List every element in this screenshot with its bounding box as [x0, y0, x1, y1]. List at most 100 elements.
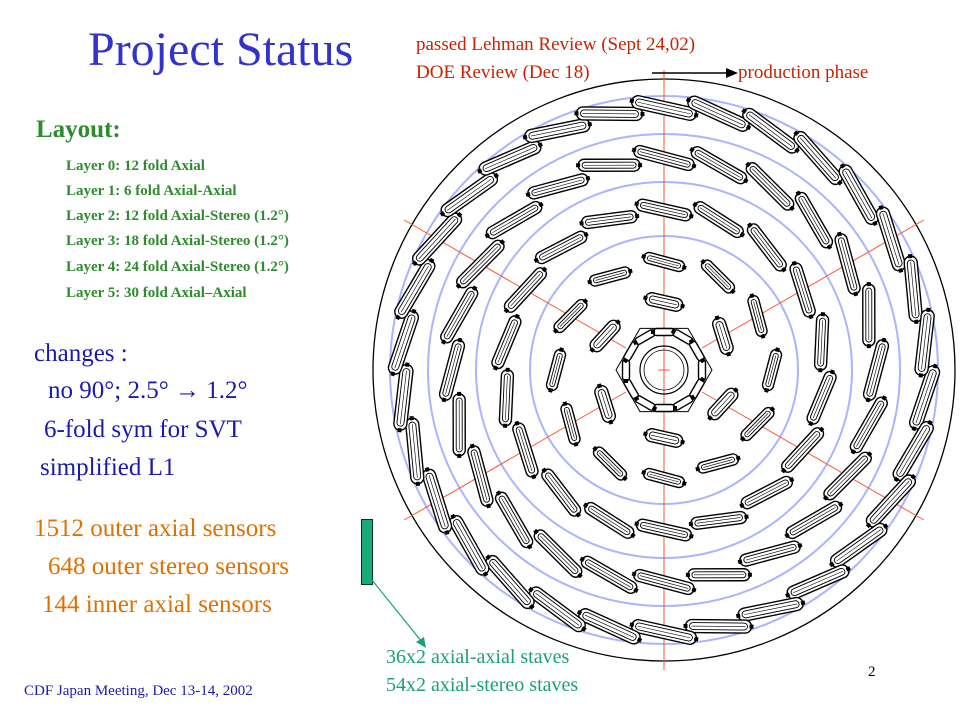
detector-stave — [491, 313, 522, 371]
detector-stave — [685, 568, 752, 582]
detector-stave — [394, 257, 436, 321]
layer-line: Layer 1: 6 fold Axial-Axial — [66, 183, 237, 199]
detector-stave — [692, 201, 746, 239]
detector-stave — [875, 205, 907, 273]
detector-stave — [739, 406, 776, 442]
detector-stave — [634, 518, 694, 542]
detector-stave — [862, 282, 876, 349]
detector-stave — [552, 298, 589, 334]
change-angle: no 90°; 2.5° → 1.2° — [48, 377, 248, 404]
detector-stave — [560, 401, 581, 447]
detector-stave — [421, 467, 453, 535]
detector-stave — [634, 198, 694, 222]
detector-stave — [498, 367, 515, 428]
detector-stave — [711, 315, 734, 357]
detector-stave — [622, 338, 640, 364]
detector-stave — [576, 158, 643, 172]
detector-stave — [579, 555, 639, 594]
detector-stave — [594, 383, 617, 425]
detector-stave — [747, 293, 768, 339]
detector-stave — [735, 596, 806, 622]
detector-stave — [914, 307, 935, 378]
detector-stave — [688, 338, 706, 364]
detector-stave — [533, 528, 583, 579]
detector-stave — [813, 312, 830, 373]
detector-stave — [746, 222, 787, 273]
detector-stave — [587, 266, 633, 287]
detector-stave — [641, 467, 687, 489]
detector-stave — [707, 387, 739, 421]
detector-stave — [411, 211, 463, 267]
detector-stave — [789, 260, 816, 320]
detector-stave — [455, 239, 506, 289]
detector-stave — [525, 173, 591, 200]
doe-review-note: DOE Review (Dec 18) — [416, 62, 590, 83]
footer-meeting: CDF Japan Meeting, Dec 13-14, 2002 — [24, 683, 253, 699]
detector-stave — [834, 231, 861, 297]
detector-stave — [908, 363, 941, 432]
detector-stave — [387, 308, 420, 377]
layer-line: Layer 0: 12 fold Axial — [66, 158, 205, 174]
beam-pipe — [643, 349, 685, 391]
stave-marker — [361, 519, 373, 585]
detector-stave — [439, 172, 499, 218]
detector-stave — [528, 586, 587, 633]
page-number: 2 — [868, 664, 876, 680]
detector-stave — [822, 451, 873, 501]
detector-stave — [485, 554, 535, 610]
arrow-icon — [371, 579, 426, 648]
arrow-icon — [652, 68, 738, 78]
detector-stave — [849, 395, 888, 455]
detector-stave — [688, 510, 749, 530]
detector-stave — [582, 501, 636, 539]
detector-stave — [449, 513, 490, 577]
detector-stave — [452, 391, 466, 458]
detector-stave — [643, 428, 685, 448]
beam-pipe — [639, 345, 689, 395]
detector-stave — [685, 95, 752, 132]
detector-stave — [522, 118, 593, 144]
sensor-count-outer-axial: 1512 outer axial sensors — [34, 515, 277, 542]
changes-title: changes : — [34, 340, 128, 367]
detector-stave — [829, 522, 889, 568]
detector-stave — [494, 490, 534, 550]
detector-stave — [545, 347, 567, 393]
detector-stave — [862, 337, 890, 403]
detector-stave — [761, 347, 783, 393]
detector-stave — [892, 419, 934, 483]
change-l1: simplified L1 — [40, 454, 176, 481]
detector-stave — [405, 415, 425, 487]
layer-line: Layer 3: 18 fold Axial-Stereo (1.2°) — [66, 233, 289, 249]
detector-stave — [739, 475, 795, 510]
detector-stave — [784, 500, 844, 540]
detector-stave — [467, 443, 494, 509]
detector-stave — [574, 106, 645, 122]
detector-stave — [629, 95, 699, 121]
detector-stave — [785, 564, 851, 600]
detector-stave — [741, 107, 800, 154]
layer-line: Layer 2: 12 fold Axial-Stereo (1.2°) — [66, 208, 289, 224]
detector-stave — [903, 253, 923, 325]
detector-stave — [576, 608, 643, 645]
detector-stave — [745, 161, 795, 212]
detector-stave — [641, 251, 687, 273]
detector-stave — [393, 362, 414, 433]
detector-stave — [780, 426, 825, 474]
detector-stave — [579, 210, 640, 230]
detector-stave — [838, 163, 879, 227]
detector-stave — [484, 200, 544, 240]
layer-line: Layer 4: 24 fold Axial-Stereo (1.2°) — [66, 259, 289, 275]
detector-stave — [683, 618, 754, 634]
detector-stave — [533, 230, 589, 265]
stave-count-axial-stereo: 54x2 axial-stereo staves — [386, 674, 579, 696]
production-phase-note: production phase — [738, 62, 869, 83]
layer1-hexagon — [615, 327, 713, 413]
detector-stave — [737, 540, 803, 567]
detector-stave — [503, 266, 548, 314]
layout-heading: Layout: — [36, 116, 121, 143]
detector-stave — [592, 445, 628, 482]
layer-line: Layer 5: 30 fold Axial–Axial — [66, 285, 247, 301]
detector-stave — [512, 420, 539, 480]
detector-stave — [440, 285, 479, 345]
